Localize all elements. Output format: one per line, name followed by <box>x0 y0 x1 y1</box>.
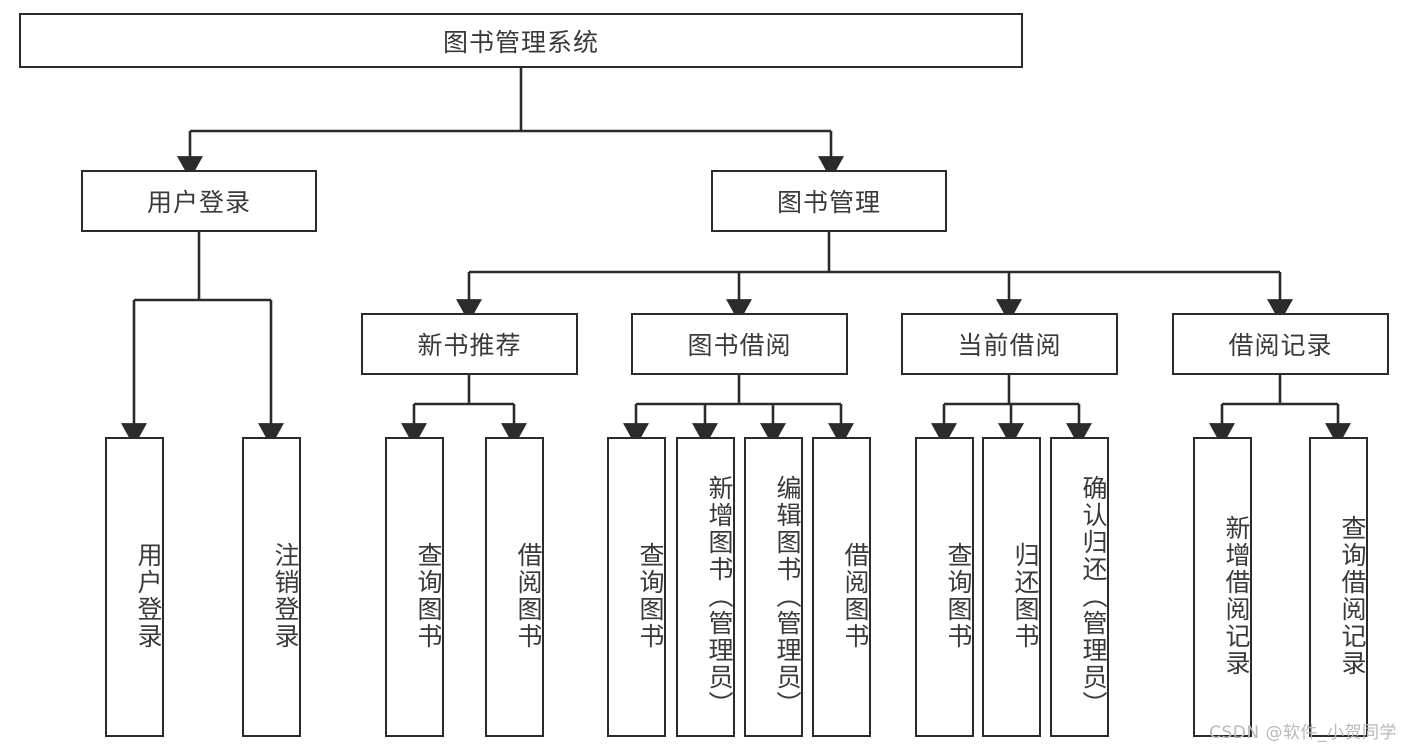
leaf-logout[interactable]: 注销登录 <box>242 437 301 737</box>
leaf-query-book-current[interactable]: 查询图书 <box>915 437 974 737</box>
node-book-management[interactable]: 图书管理 <box>711 170 947 232</box>
node-label: 确认归还（管理员） <box>1079 474 1108 718</box>
node-label: 新书推荐 <box>417 331 522 360</box>
leaf-return-book[interactable]: 归还图书 <box>982 437 1041 737</box>
node-label: 新增图书（管理员） <box>705 474 734 718</box>
node-root-system[interactable]: 图书管理系统 <box>19 13 1023 68</box>
node-book-borrow[interactable]: 图书借阅 <box>631 313 848 375</box>
node-label: 借阅图书 <box>514 542 543 650</box>
leaf-borrow-book[interactable]: 借阅图书 <box>812 437 871 737</box>
node-label: 查询图书 <box>944 542 973 650</box>
node-label: 归还图书 <box>1011 542 1040 650</box>
node-label: 用户登录 <box>134 542 163 650</box>
leaf-query-book-recommend[interactable]: 查询图书 <box>385 437 444 737</box>
leaf-add-book-admin[interactable]: 新增图书（管理员） <box>676 437 735 737</box>
node-label: 图书借阅 <box>687 331 792 360</box>
node-user-login[interactable]: 用户登录 <box>81 170 317 232</box>
csdn-watermark: CSDN @软件_小贺同学 <box>1209 723 1397 743</box>
node-label: 编辑图书（管理员） <box>773 474 802 718</box>
node-label: 新增借阅记录 <box>1222 515 1251 677</box>
node-label: 借阅图书 <box>841 542 870 650</box>
node-current-borrow[interactable]: 当前借阅 <box>901 313 1118 375</box>
node-borrow-record[interactable]: 借阅记录 <box>1172 313 1389 375</box>
node-label: 图书管理 <box>776 188 881 217</box>
node-label: 图书管理系统 <box>442 27 599 57</box>
node-label: 当前借阅 <box>957 331 1062 360</box>
leaf-query-borrow-record[interactable]: 查询借阅记录 <box>1309 437 1368 737</box>
node-new-book-recommend[interactable]: 新书推荐 <box>361 313 578 375</box>
leaf-query-book-borrow[interactable]: 查询图书 <box>607 437 666 737</box>
node-label: 查询图书 <box>414 542 443 650</box>
node-label: 注销登录 <box>271 542 300 650</box>
leaf-edit-book-admin[interactable]: 编辑图书（管理员） <box>744 437 803 737</box>
leaf-add-borrow-record[interactable]: 新增借阅记录 <box>1193 437 1252 737</box>
leaf-borrow-book-recommend[interactable]: 借阅图书 <box>485 437 544 737</box>
leaf-user-login[interactable]: 用户登录 <box>105 437 164 737</box>
node-label: 借阅记录 <box>1228 331 1333 360</box>
leaf-confirm-return-admin[interactable]: 确认归还（管理员） <box>1050 437 1109 737</box>
node-label: 查询借阅记录 <box>1338 515 1367 677</box>
node-label: 用户登录 <box>146 188 251 217</box>
node-label: 查询图书 <box>636 542 665 650</box>
